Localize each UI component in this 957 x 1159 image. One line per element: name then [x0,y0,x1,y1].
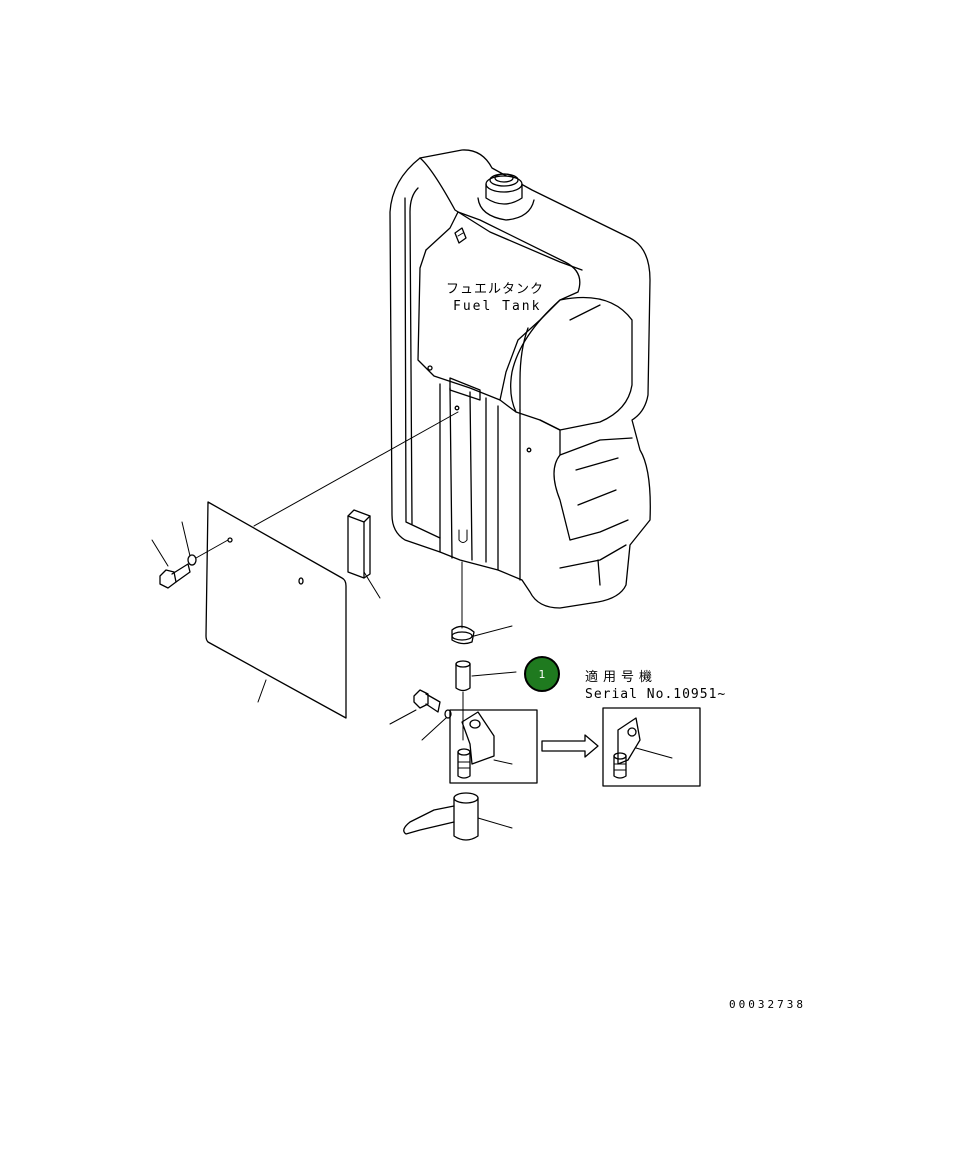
valve-mount-bolt [389,689,452,741]
valve-detail-box [449,709,538,784]
drain-valve [403,792,513,841]
serial-label-en: Serial No.10951~ [585,687,727,702]
spacer-block [347,509,381,599]
arrow-icon [541,734,599,758]
callout-badge: 1 [524,656,560,692]
fuel-tank-label-jp: フュエルタンク [446,282,545,297]
drain-line [451,561,517,741]
serial-label-jp: 適用号機 [585,670,658,685]
bolt-and-washer [151,521,229,589]
side-cover-plate [205,411,459,719]
fuel-tank [389,149,651,609]
fuel-tank-label-en: Fuel Tank [453,299,542,314]
callout-number: 1 [538,667,546,681]
revised-valve-detail-box [602,707,701,787]
drawing-number: 00032738 [729,998,806,1011]
